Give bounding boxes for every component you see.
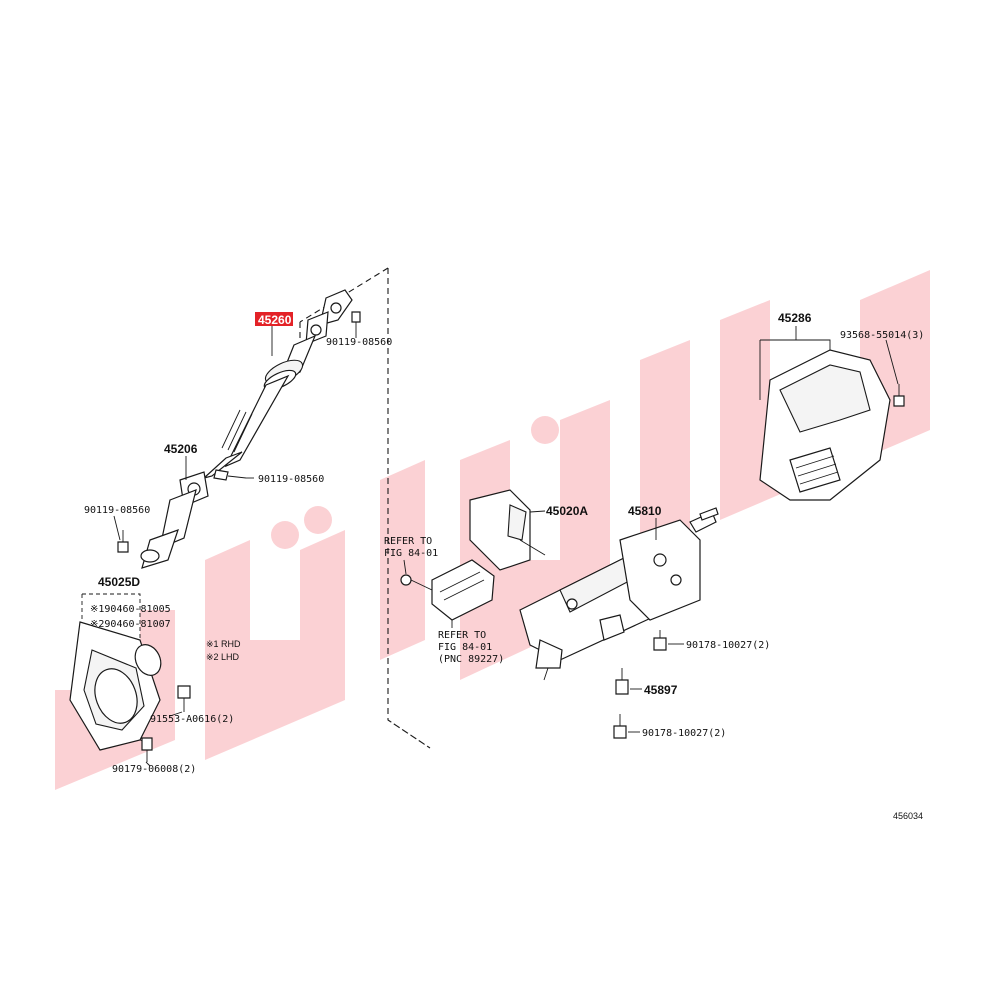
screw-refer: [400, 574, 433, 591]
label-45286: 45286: [778, 311, 812, 325]
label-90178-b: 90178-10027(2): [642, 728, 726, 739]
label-refer1-b: FIG 84-01: [384, 548, 438, 559]
label-refer1-a: REFER TO: [384, 536, 432, 547]
label-91553: 91553-A0616(2): [150, 714, 234, 725]
label-45020A: 45020A: [546, 504, 588, 518]
steering-lock: [469, 489, 546, 571]
label-45810: 45810: [628, 504, 662, 518]
bolt-91553: [177, 685, 191, 712]
label-45025D: 45025D: [98, 575, 140, 589]
column-cover: [759, 339, 891, 501]
label-note1: ※190460-81005: [90, 604, 171, 615]
lower-shaft-joint: [140, 471, 209, 569]
label-45897: 45897: [644, 683, 678, 697]
label-45260: 45260: [258, 313, 292, 327]
nut-90178-b: [613, 714, 627, 739]
label-45206: 45206: [164, 442, 198, 456]
label-note2: ※290460-81007: [90, 619, 171, 630]
bolt-mid: [213, 469, 247, 481]
label-lhd: ※2 LHD: [206, 652, 240, 662]
steering-column: [519, 507, 719, 681]
bolt-45897: [615, 668, 629, 695]
label-90178-a: 90178-10027(2): [686, 640, 770, 651]
bolt-top: [351, 311, 361, 338]
label-90119-top: 90119-08560: [326, 337, 392, 348]
nut-90178-a: [653, 630, 667, 651]
ecu-bracket: [431, 559, 495, 621]
screw-93568: [893, 384, 905, 407]
label-93568: 93568-55014(3): [840, 330, 924, 341]
label-90119-left: 90119-08560: [84, 505, 150, 516]
highlight-45260: [255, 312, 293, 326]
label-refer2-a: REFER TO: [438, 630, 486, 641]
intermediate-shaft: [203, 289, 353, 479]
figure-id: 456034: [893, 811, 923, 821]
label-rhd: ※1 RHD: [206, 639, 241, 649]
bolt-left: [117, 530, 129, 553]
label-90179: 90179-06008(2): [112, 764, 196, 775]
label-90119-mid: 90119-08560: [258, 474, 324, 485]
nut-90179: [141, 737, 153, 762]
label-refer2-b: FIG 84-01: [438, 642, 492, 653]
hole-cover: [69, 593, 162, 751]
leader-lines: [113, 326, 899, 767]
label-refer2-c: (PNC 89227): [438, 654, 504, 665]
